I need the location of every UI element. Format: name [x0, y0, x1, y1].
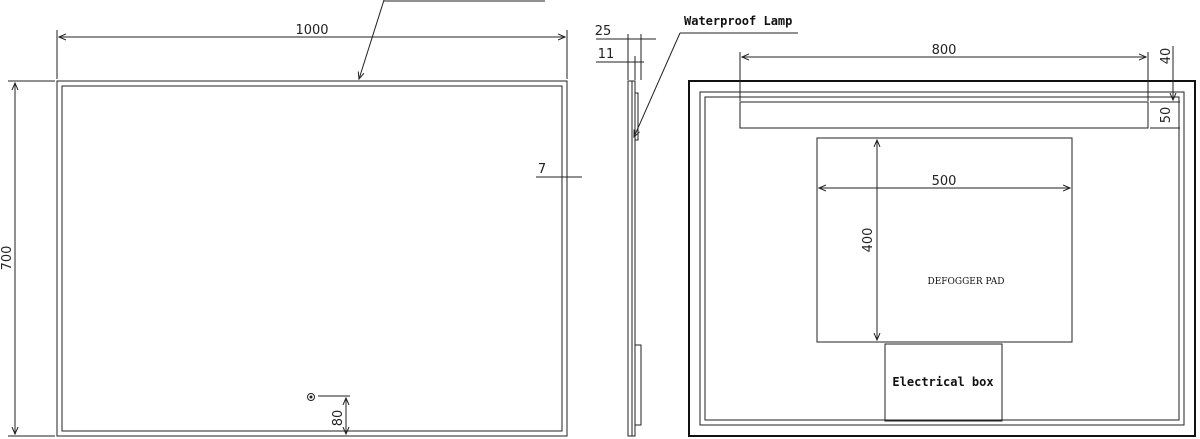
glass-label: 11 — [598, 47, 615, 62]
front-view: 1000 700 7 80 — [0, 0, 582, 437]
sensor-offset-label: 80 — [331, 410, 346, 427]
mirror-glass — [61, 85, 563, 432]
lamp-top-label: 40 — [1159, 48, 1174, 65]
mirror-outer-frame — [56, 80, 568, 437]
touch-sensor-icon — [307, 393, 315, 401]
width-label: 1000 — [295, 23, 328, 38]
height-label: 700 — [0, 246, 15, 271]
back-outer-frame — [688, 80, 1196, 437]
side-view: 25 11 Waterproof Lamp — [595, 14, 798, 437]
waterproof-lamp-label: Waterproof Lamp — [684, 14, 792, 28]
lamp-leader-line — [359, 0, 385, 79]
pad-width-label: 500 — [932, 174, 957, 189]
depth-label: 25 — [595, 24, 612, 39]
defogger-pad — [816, 137, 1073, 343]
lamp-height-label: 50 — [1159, 107, 1174, 124]
side-lamp-bump — [634, 92, 639, 141]
back-view: 800 40 50 500 400 DEFOGGER PAD Electrica… — [688, 43, 1196, 437]
back-inner-frame-2 — [704, 96, 1180, 421]
electrical-box-label: Electrical box — [892, 375, 993, 389]
waterproof-lamp-leader — [634, 32, 681, 137]
electrical-box — [884, 343, 1003, 422]
frame-label: 7 — [538, 162, 546, 177]
side-box-bump — [634, 344, 642, 426]
defogger-pad-label: DEFOGGER PAD — [928, 277, 1005, 287]
back-inner-frame-1 — [699, 91, 1185, 426]
pad-height-label: 400 — [861, 228, 876, 253]
led-lamp-strip — [739, 101, 1149, 129]
lamp-length-label: 800 — [932, 43, 957, 58]
